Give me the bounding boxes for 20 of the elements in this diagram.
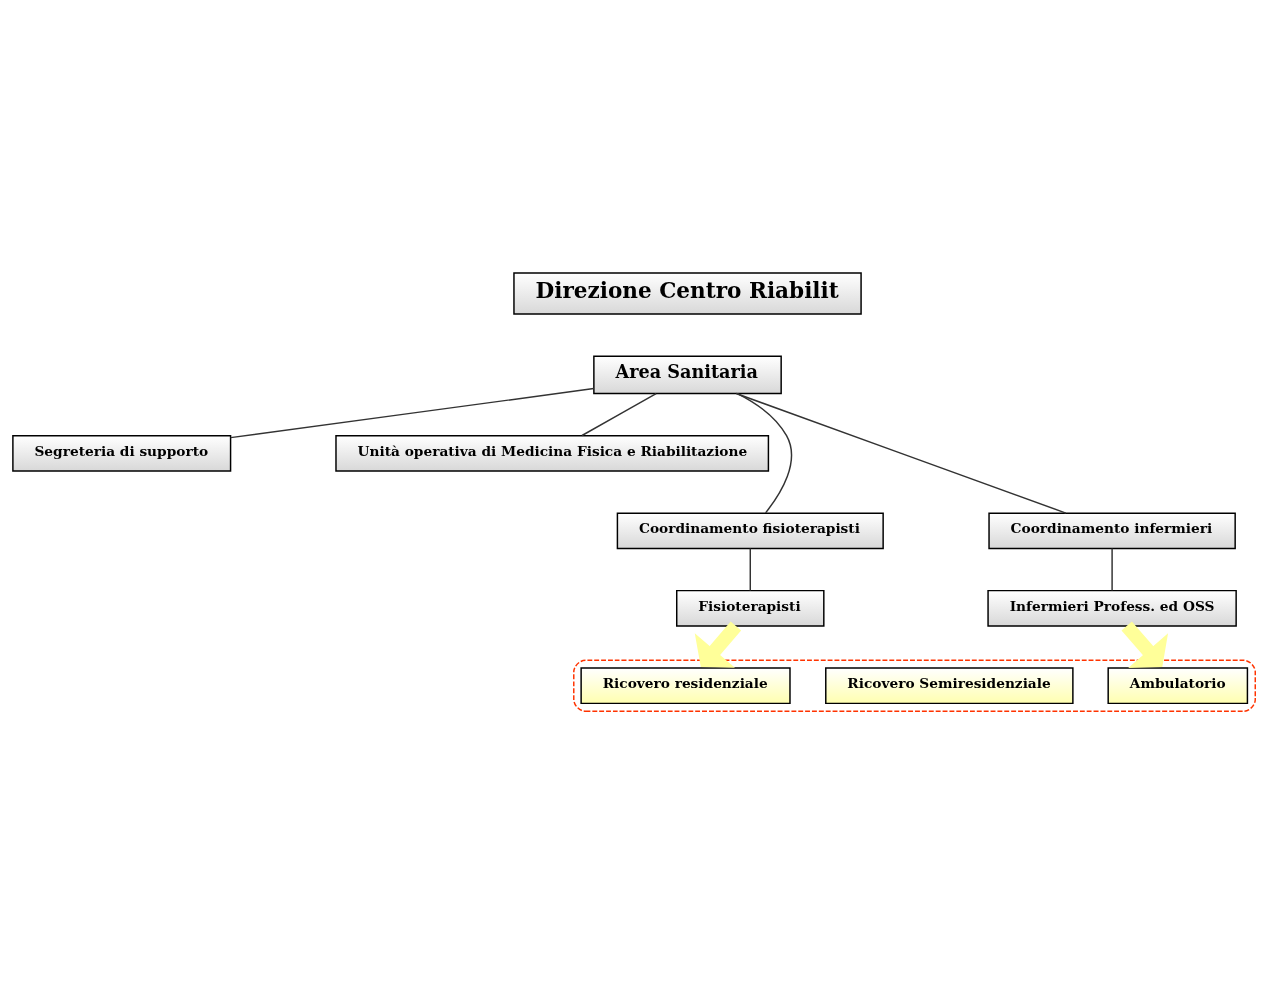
node-box: Ambulatorio [1107,666,1249,704]
arrow [694,621,742,668]
node-box: Ricovero residenziale [580,666,791,704]
node-box: Fisioterapisti [676,589,825,627]
cluster [573,659,1256,712]
node-box: Unità operativa di Medicina Fisica e Riabilitazione [335,434,770,472]
connector [735,392,1067,514]
arrow [1121,621,1169,668]
node-box: Ricovero Semiresidenziale [825,666,1074,704]
connector [581,392,657,436]
node-box: Segreteria di supporto [12,434,232,472]
node-box: Coordinamento fisioterapisti [616,511,884,549]
connector [749,547,751,591]
connector [1111,547,1113,591]
node-box: Coordinamento infermieri [988,511,1236,549]
connector [736,392,793,514]
connector [229,387,595,438]
node-box: Direzione Centro Riabilit [513,271,862,315]
node-box: Infermieri Profess. ed OSS [987,589,1237,627]
node-box: Area Sanitaria [593,355,782,394]
